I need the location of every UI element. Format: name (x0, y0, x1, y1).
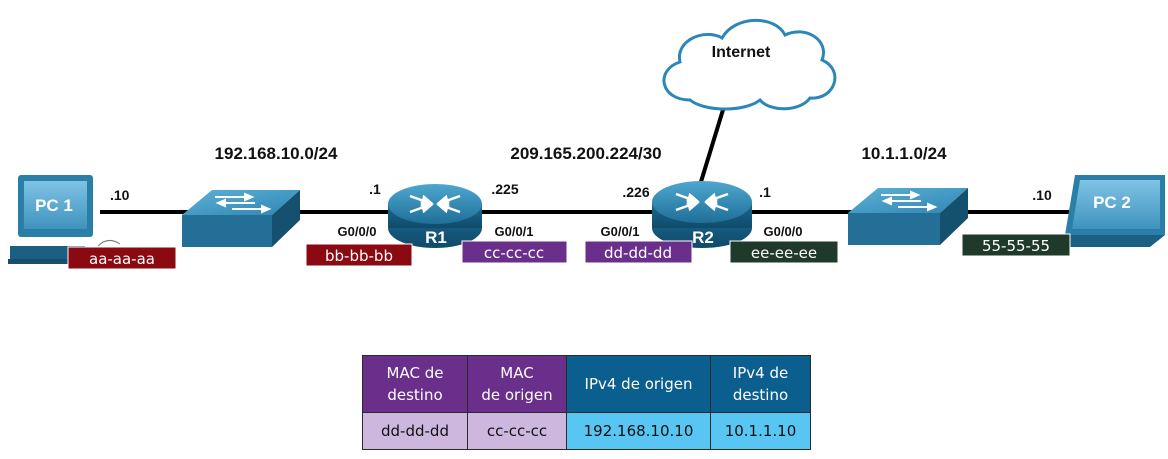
cell-ipv4-destino: 10.1.1.10 (710, 412, 811, 450)
r2-g001-mac: dd-dd-dd (604, 244, 672, 262)
header-ipv4-destino: IPv4 de destino (710, 355, 811, 413)
r2-g000-mac: ee-ee-ee (751, 244, 817, 262)
pc1-name: PC 1 (35, 196, 73, 215)
header-line: MAC de (386, 364, 444, 382)
header-mac-origen: MAC de origen (467, 355, 567, 413)
links (100, 99, 1075, 214)
internet-cloud-icon: Internet (662, 18, 837, 111)
r2-g000-ip: .1 (759, 184, 771, 200)
pc1-mac-badge (67, 246, 177, 270)
router-r2-icon: R2 (652, 181, 752, 248)
table-header-row: MAC de destino MAC de origen IPv4 de orige… (362, 355, 811, 413)
pc2-mac-badge (961, 233, 1071, 257)
r1-name: R1 (425, 228, 447, 247)
r2-g001-mac-badge (584, 240, 693, 264)
header-line: destino (387, 386, 443, 404)
frame-header-table: MAC de destino MAC de origen IPv4 de orige… (362, 355, 811, 450)
header-line: MAC (500, 364, 534, 382)
cell-mac-origen: cc-cc-cc (467, 412, 567, 450)
pc2-host-ip: .10 (1032, 187, 1052, 203)
r2-g000-interface: G0/0/0 (763, 224, 802, 239)
header-ipv4-origen: IPv4 de origen (566, 355, 711, 413)
pc2-mac: 55-55-55 (982, 237, 1050, 255)
header-line: destino (732, 386, 789, 404)
pc1-icon: PC 1 (8, 175, 121, 264)
internet-label: Internet (712, 44, 771, 61)
r2-name: R2 (692, 228, 714, 247)
pc1-mac: aa-aa-aa (89, 250, 155, 268)
switch2-icon (848, 188, 968, 245)
r1-g001-interface: G0/0/1 (494, 224, 533, 239)
cell-mac-destino: dd-dd-dd (362, 412, 468, 450)
link-r2-internet (698, 99, 728, 186)
r1-g000-interface: G0/0/0 (337, 224, 376, 239)
header-mac-destino: MAC de destino (362, 355, 468, 413)
r2-g001-interface: G0/0/1 (600, 224, 639, 239)
header-line: de origen (481, 386, 553, 404)
header-line: IPv4 de (732, 364, 789, 382)
switch1-icon (182, 190, 300, 247)
pc2-name: PC 2 (1093, 193, 1131, 212)
r1-g001-ip: .225 (491, 181, 518, 197)
r2-g000-mac-badge (729, 240, 839, 264)
r1-g000-ip: .1 (369, 181, 381, 197)
cell-ipv4-origen: 192.168.10.10 (566, 412, 711, 450)
network-wan-label: 209.165.200.224/30 (510, 144, 661, 163)
r2-g001-ip: .226 (622, 184, 649, 200)
r1-g000-mac: bb-bb-bb (325, 247, 393, 265)
r1-g000-mac-badge (305, 243, 413, 267)
network-lan1-label: 192.168.10.0/24 (215, 144, 338, 163)
network-lan2-label: 10.1.1.0/24 (861, 144, 947, 163)
r1-g001-mac-badge (461, 240, 568, 264)
router-r1-icon: R1 (388, 184, 482, 248)
pc1-host-ip: .10 (110, 187, 130, 203)
r1-g001-mac: cc-cc-cc (484, 244, 544, 262)
header-line: IPv4 de origen (584, 375, 693, 393)
table-row: dd-dd-dd cc-cc-cc 192.168.10.10 10.1.1.1… (362, 412, 811, 450)
pc2-laptop-icon: PC 2 (1040, 175, 1165, 247)
